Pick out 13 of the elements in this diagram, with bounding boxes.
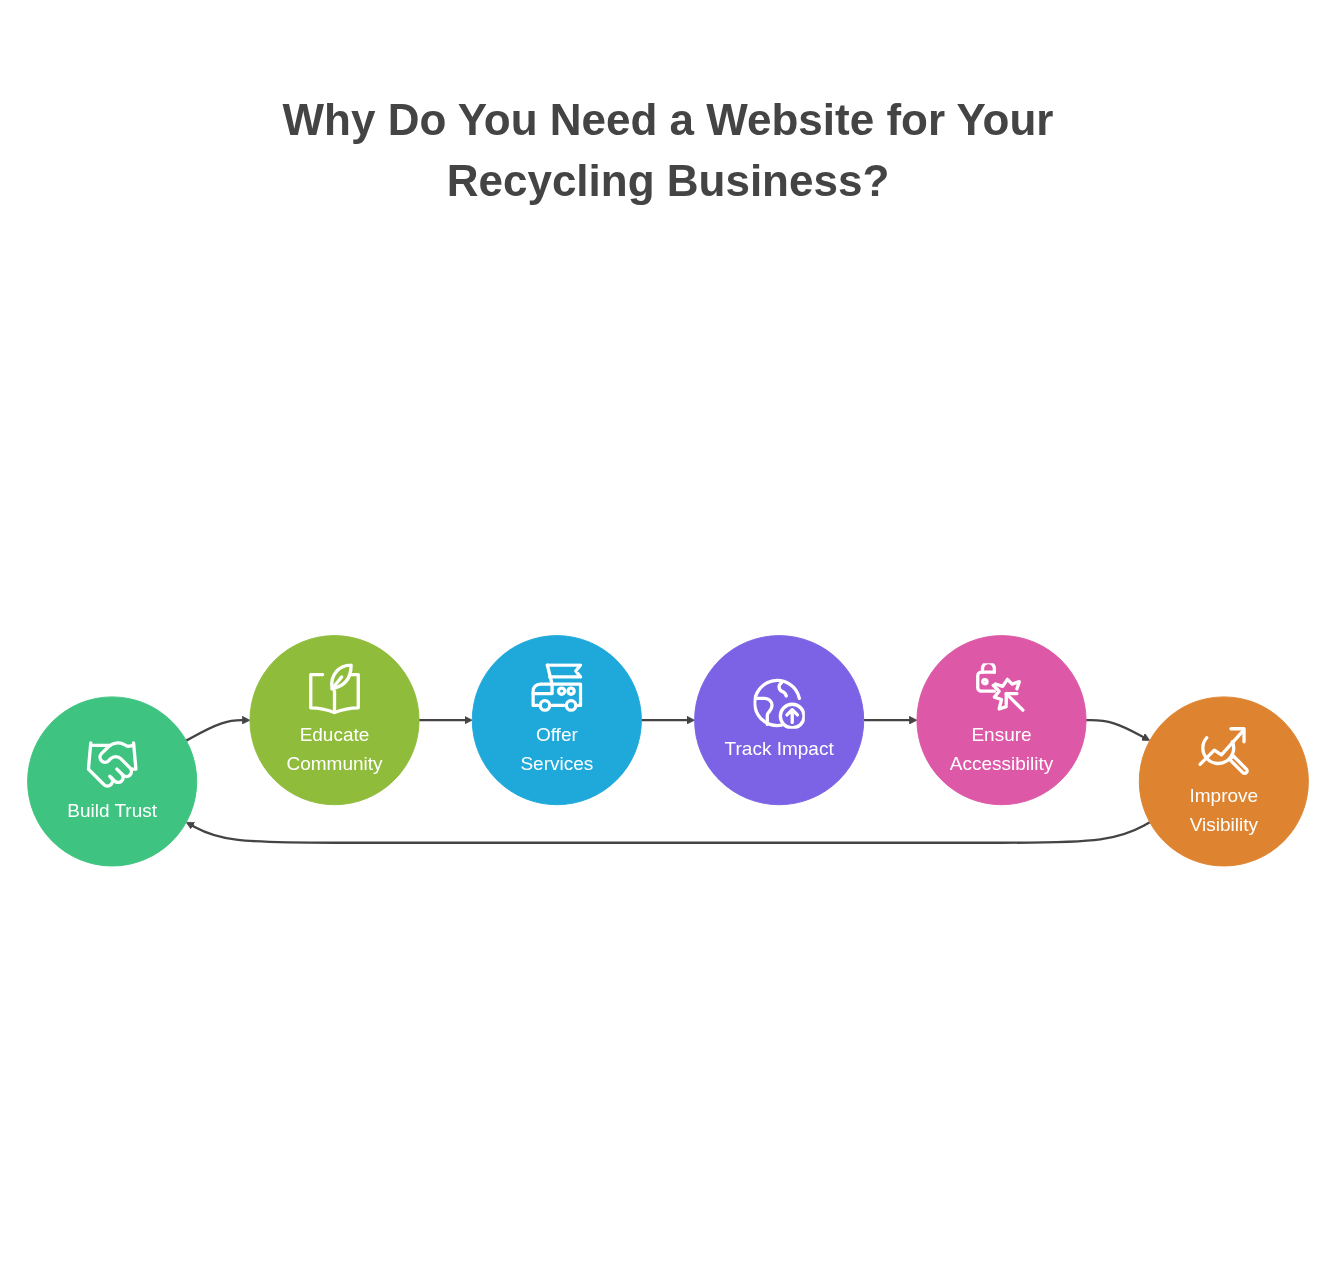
node-circle: Ensure Accessibility — [916, 635, 1087, 806]
arrow — [1086, 719, 1151, 742]
node-circle: Build Trust — [27, 696, 198, 867]
diagram-title: Why Do You Need a Website for Your Recycling Business? — [281, 94, 1055, 207]
arrow — [863, 716, 918, 725]
arrow — [185, 716, 251, 742]
arrow — [419, 716, 473, 725]
node-circle: Offer Services — [471, 635, 642, 806]
arrow — [641, 716, 695, 725]
node-circle: Track Impact — [694, 635, 865, 806]
arrow — [185, 821, 1151, 845]
node-circle: Improve Visibility — [1138, 696, 1309, 867]
node-circle: Educate Community — [249, 635, 420, 806]
